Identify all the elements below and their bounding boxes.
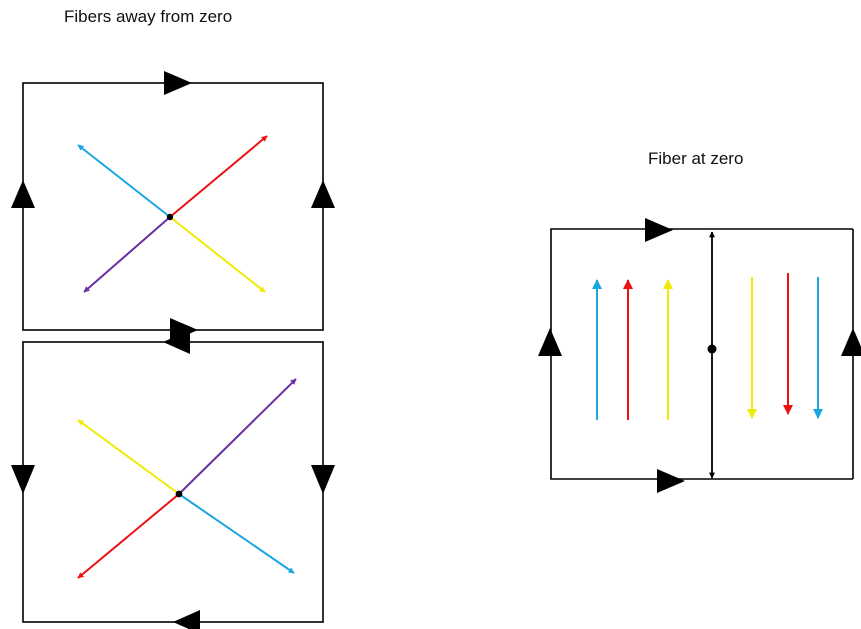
fiber-arrow-cyan xyxy=(178,493,295,574)
arrowhead-left-up xyxy=(538,328,562,356)
fiber-arrow-red xyxy=(169,135,268,218)
fiber-arrow-yellow xyxy=(169,216,266,293)
square-bottom-left xyxy=(11,330,335,629)
square-top-left xyxy=(11,71,335,342)
square-bottom-left-outline xyxy=(22,341,324,623)
arrowhead-top-right xyxy=(645,218,673,242)
arrowhead-right-down xyxy=(311,465,335,494)
fiber-arrow-yellow xyxy=(77,419,180,495)
arrowhead-top-right xyxy=(164,71,192,95)
caption-fibers-away-from-zero: Fibers away from zero xyxy=(64,7,233,26)
arrowhead-right-up xyxy=(311,180,335,208)
center-point xyxy=(166,213,174,221)
arrowhead-left-up xyxy=(11,180,35,208)
square-top-left-outline xyxy=(22,82,324,331)
arrowhead-top-left xyxy=(163,330,190,354)
arrowhead-left-down xyxy=(11,465,35,494)
fiber-arrow-purple xyxy=(178,378,297,495)
caption-fiber-at-zero: Fiber at zero xyxy=(648,149,744,168)
center-point xyxy=(175,490,183,498)
fiber-arrow-red xyxy=(77,493,180,579)
fiber-arrow-purple xyxy=(83,216,171,293)
center-point xyxy=(707,344,717,354)
arrowhead-bottom-left xyxy=(173,610,200,629)
arrowhead-right-up xyxy=(841,328,861,356)
square-right xyxy=(538,218,861,493)
fiber-arrow-cyan xyxy=(77,144,171,218)
arrowhead-bottom-right xyxy=(657,469,685,493)
